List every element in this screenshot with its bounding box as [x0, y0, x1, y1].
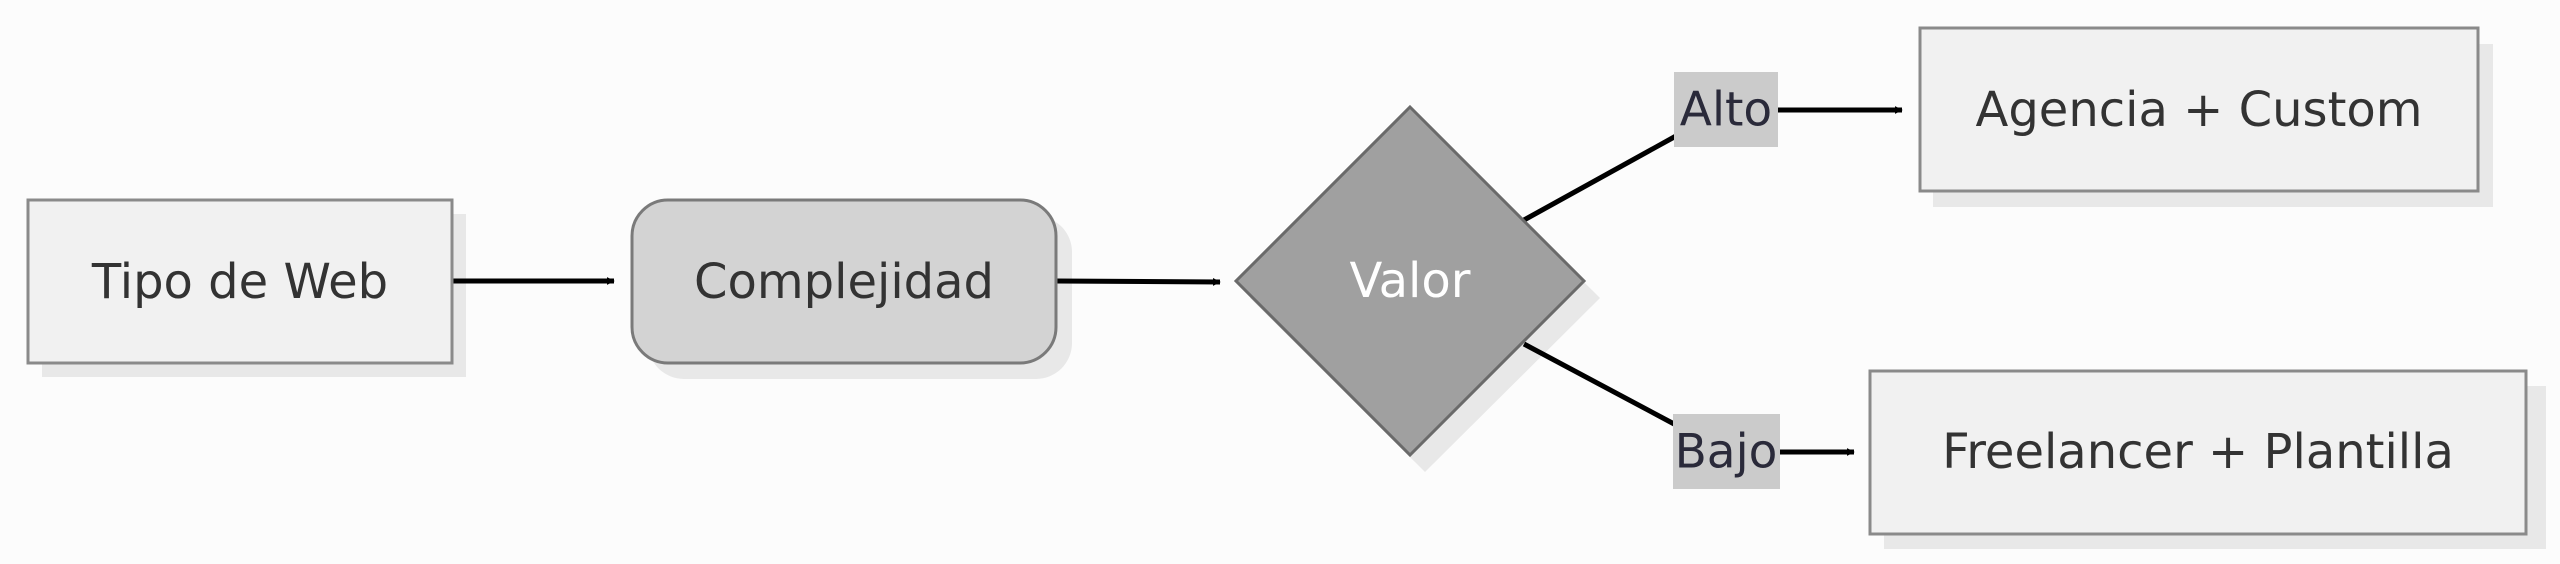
node-freelancer-plantilla-label: Freelancer + Plantilla [1942, 424, 2454, 480]
node-valor-label: Valor [1350, 253, 1471, 309]
node-freelancer-plantilla: Freelancer + Plantilla [1868, 369, 2528, 536]
node-agencia-custom-box [1918, 26, 2480, 193]
node-valor-diamond [1233, 104, 1587, 458]
edge-label-alto: Alto [1674, 72, 1778, 147]
node-complejidad: Complejidad [630, 198, 1058, 365]
edge-valor-bajo [1522, 341, 1678, 428]
edge-label-alto-text: Alto [1680, 83, 1772, 138]
edge-label-bajo-text: Bajo [1675, 425, 1778, 480]
edge-valor-alto [1522, 133, 1678, 223]
edge-label-bajo: Bajo [1673, 414, 1780, 489]
node-complejidad-label: Complejidad [694, 254, 994, 310]
edge-complejidad-valor [1055, 277, 1221, 286]
node-tipo-de-web-box [26, 198, 454, 365]
node-complejidad-box [630, 198, 1058, 365]
edges [452, 106, 1903, 456]
node-valor: Valor [1233, 104, 1587, 458]
node-freelancer-plantilla-box [1868, 369, 2528, 536]
node-agencia-custom-label: Agencia + Custom [1975, 82, 2422, 138]
node-agencia-custom: Agencia + Custom [1918, 26, 2480, 193]
edge-label-alto-bg [1674, 72, 1778, 147]
edge-label-bajo-bg [1673, 414, 1780, 489]
node-tipo-de-web: Tipo de Web [26, 198, 454, 365]
node-tipo-de-web-label: Tipo de Web [91, 254, 388, 310]
